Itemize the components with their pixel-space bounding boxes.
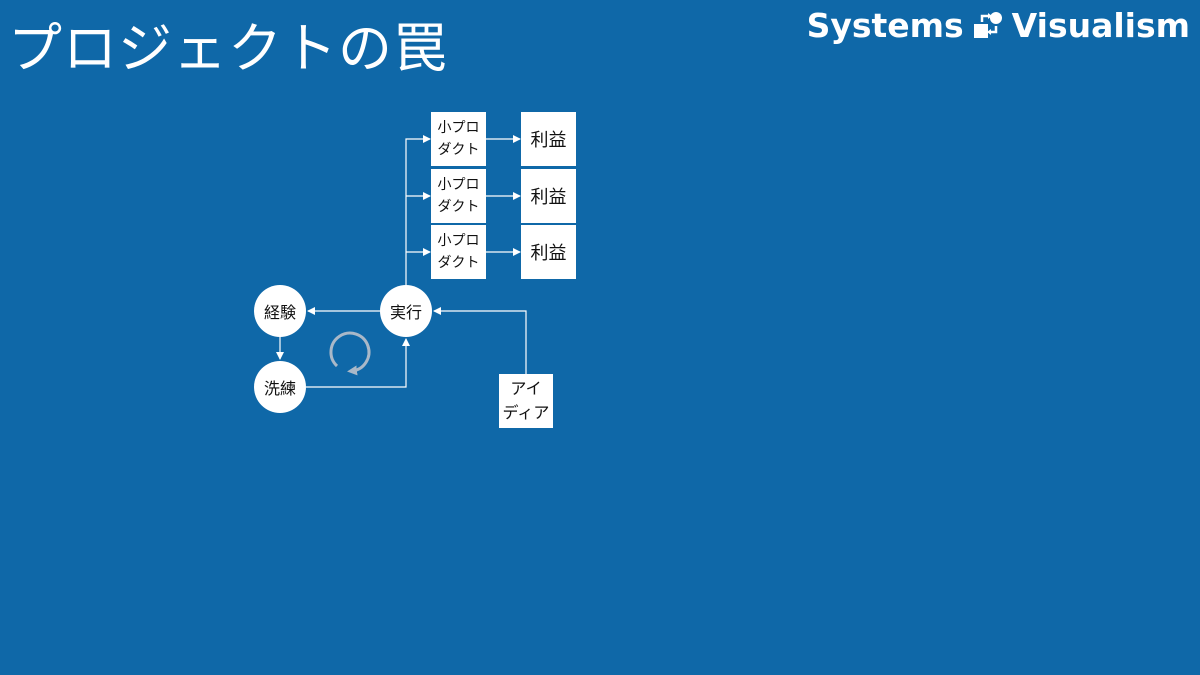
idea-label-line1: アイ [510,379,542,398]
page-title: プロジェクトの罠 [8,17,448,80]
trunk-line [405,135,431,285]
small-product-label-line2: ダクト [437,142,480,158]
small-product-label-line1: 小プロ [437,120,480,136]
systems-visualism-logo-icon [973,11,1002,38]
idea-to-execute-arrow [433,307,527,374]
profit-box-2: 利益 [521,169,576,223]
small-product-box-1: 小プロダクト [431,112,486,166]
small-product-label-line1: 小プロ [437,177,480,193]
idea-box: アイディア [499,374,553,428]
idea-label-line2: ディア [502,403,550,422]
execute-node: 実行 [380,285,432,337]
profit-box-3: 利益 [521,225,576,279]
brand-right-text: Visualism [1011,6,1190,45]
small-product-box-3: 小プロダクト [431,225,486,279]
small-product-label-line1: 小プロ [437,233,480,249]
refine-node: 洗練 [254,361,306,413]
small-product-label-line2: ダクト [437,199,480,215]
brand-logo: Systems Visualism [807,6,1190,45]
refine-to-execute-arrow [306,338,410,388]
experience-node: 経験 [254,285,306,337]
small-product-box-2: 小プロダクト [431,169,486,223]
small-product-label-line2: ダクト [437,255,480,271]
profit-box-1: 利益 [521,112,576,166]
brand-left-text: Systems [806,6,964,45]
loop-cycle-icon [329,331,371,376]
